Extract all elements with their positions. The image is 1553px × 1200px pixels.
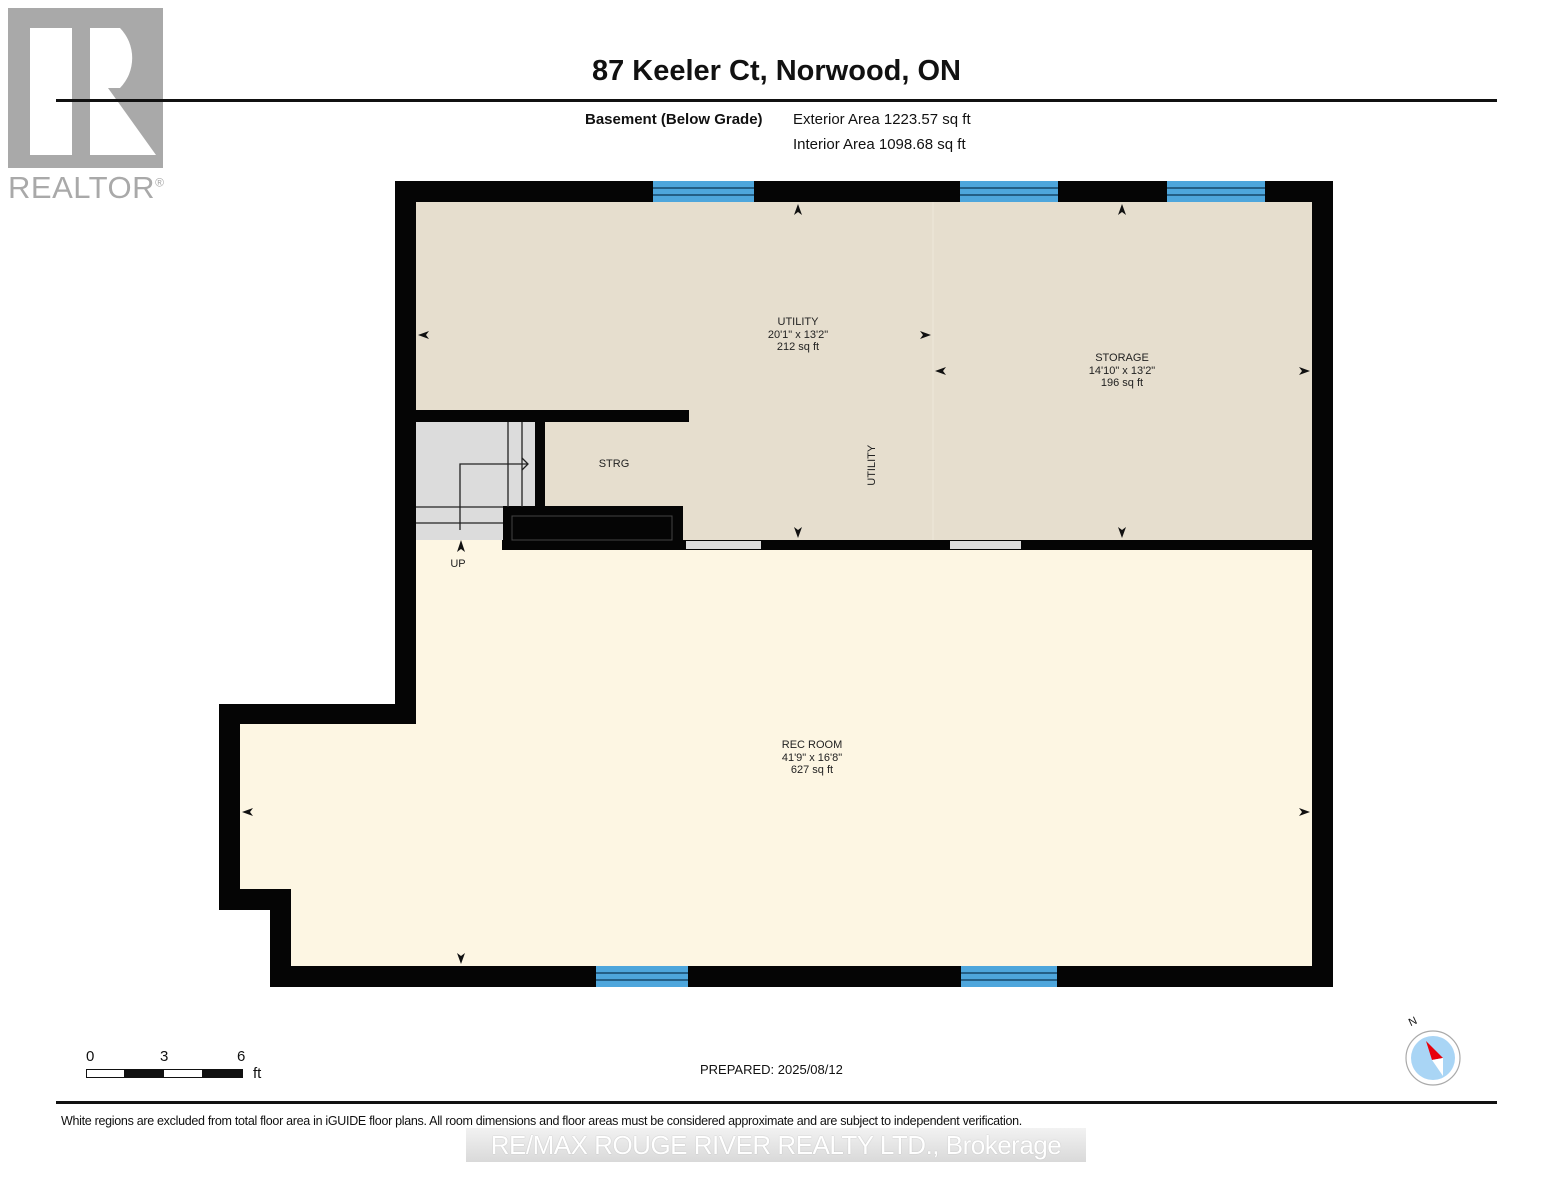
compass-icon (1405, 1030, 1461, 1086)
room-storage: STORAGE 14'10" x 13'2" 196 sq ft (1062, 352, 1182, 390)
door-gap-storage (950, 541, 1021, 549)
room-dims: 14'10" x 13'2" (1088, 364, 1156, 377)
prepared-date: PREPARED: 2025/08/12 (700, 1062, 843, 1077)
footer-divider (56, 1101, 1497, 1104)
scale-unit: ft (253, 1065, 262, 1082)
room-rec-room: REC ROOM 41'9" x 16'8" 627 sq ft (752, 739, 872, 777)
scale-bar (86, 1069, 243, 1078)
room-utility: UTILITY 20'1" x 13'2" 212 sq ft (738, 316, 858, 354)
interior-area: Interior Area 1098.68 sq ft (793, 136, 966, 153)
floor-name: Basement (Below Grade) (585, 111, 763, 128)
disclaimer-text: White regions are excluded from total fl… (61, 1114, 1022, 1128)
room-dims: 41'9" x 16'8" (781, 751, 843, 764)
stairs-up-arrow-icon (457, 540, 465, 552)
room-area: 196 sq ft (1100, 377, 1144, 389)
room-name: UTILITY (777, 316, 819, 328)
scale-tick-6: 6 (237, 1048, 246, 1065)
dimension-markers (242, 204, 1310, 964)
room-area: 627 sq ft (790, 764, 834, 776)
brokerage-watermark: RE/MAX ROUGE RIVER REALTY LTD., Brokerag… (466, 1128, 1086, 1162)
storage-floor (933, 202, 1312, 540)
stairs-icon (416, 422, 529, 530)
room-name: REC ROOM (781, 739, 843, 751)
room-strg: STRG (598, 458, 630, 470)
rec-room-floor (240, 550, 1312, 966)
room-name: STORAGE (1095, 352, 1149, 364)
stairs-up-label: UP (450, 558, 466, 570)
exterior-area: Exterior Area 1223.57 sq ft (793, 111, 971, 128)
scale-tick-0: 0 (86, 1048, 95, 1065)
page-title: 87 Keeler Ct, Norwood, ON (591, 55, 961, 87)
header-divider (56, 99, 1497, 102)
realtor-r-icon (30, 28, 156, 155)
door-gap-utility (686, 541, 761, 549)
realtor-wordmark: REALTOR® (8, 170, 165, 205)
realtor-logo (8, 8, 163, 168)
room-utility-vertical-label: UTILITY (865, 444, 878, 486)
windows (596, 181, 1265, 987)
strg-floor (545, 422, 683, 506)
room-dims: 20'1" x 13'2" (767, 328, 829, 341)
room-area: 212 sq ft (776, 341, 820, 353)
scale-tick-3: 3 (160, 1048, 169, 1065)
